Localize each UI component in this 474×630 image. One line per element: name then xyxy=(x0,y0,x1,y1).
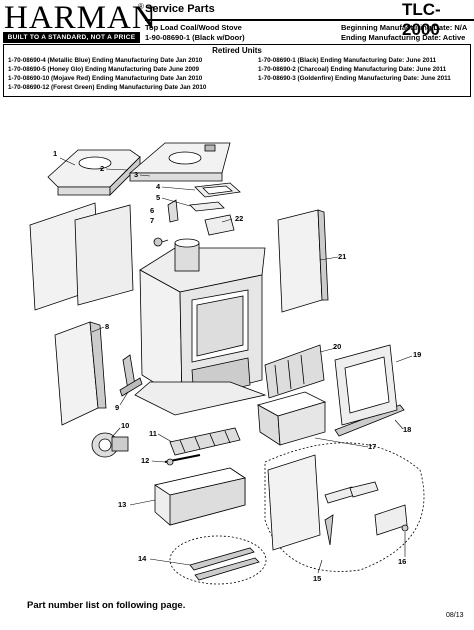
callout-10: 10 xyxy=(121,421,130,430)
end-date: Ending Manufacturing Date: Active xyxy=(341,33,466,42)
header-rule xyxy=(145,19,474,21)
stove-body xyxy=(134,238,267,416)
part-15-ash-door xyxy=(264,442,425,572)
retired-item: 1-70-08690-4 (Metallic Blue) Ending Manu… xyxy=(8,57,203,64)
product-name: Top Load Coal/Wood Stove xyxy=(145,23,242,32)
part-20-grate xyxy=(264,344,325,399)
callout-21: 21 xyxy=(338,252,347,261)
callout-14: 14 xyxy=(138,554,147,563)
retired-item: 1-70-08690-1 (Black) Ending Manufacturin… xyxy=(258,57,437,64)
part-6-bracket xyxy=(153,199,179,247)
callout-3: 3 xyxy=(134,170,139,179)
part-9-handle xyxy=(119,354,143,397)
callout-13: 13 xyxy=(118,500,127,509)
callout-15: 15 xyxy=(313,574,322,583)
part-8-side-panel xyxy=(54,321,107,426)
part-1-top-plate xyxy=(47,149,141,196)
part-4-frame xyxy=(189,182,241,212)
part-2-top-panel xyxy=(128,142,231,182)
callout-7: 7 xyxy=(150,216,155,225)
retired-item: 1-70-08690-10 (Mojave Red) Ending Manufa… xyxy=(8,75,203,82)
callout-18: 18 xyxy=(403,425,412,434)
revision-date: 08/13 xyxy=(446,612,464,619)
part-11-grate xyxy=(169,427,241,456)
callout-2: 2 xyxy=(100,164,105,173)
retired-item: 1-70-08690-3 (Goldenfire) Ending Manufac… xyxy=(258,75,451,82)
callout-22: 22 xyxy=(235,214,244,223)
footer-note: Part number list on following page. xyxy=(27,600,186,611)
callout-8: 8 xyxy=(105,322,110,331)
part-19-door-frame xyxy=(334,344,398,426)
brand-logo: HARMAN xyxy=(4,0,157,36)
begin-date: Beginning Manufacturing Date: N/A xyxy=(341,23,468,32)
retired-units-title: Retired Units xyxy=(212,46,262,55)
retired-item: 1-70-08690-2 (Charcoal) Ending Manufactu… xyxy=(258,66,447,73)
part-13-ash-pan xyxy=(154,467,246,526)
part-22-plate xyxy=(204,214,235,236)
retired-units-box: Retired Units 1-70-08690-4 (Metallic Blu… xyxy=(3,44,471,97)
callout-20: 20 xyxy=(333,342,342,351)
callout-5: 5 xyxy=(156,193,161,202)
model-title: TLC-2000 xyxy=(402,0,441,39)
callout-11: 11 xyxy=(149,429,157,438)
retired-item: 1-70-08690-5 (Honey Glo) Ending Manufact… xyxy=(8,66,200,73)
leader-lines xyxy=(59,157,413,574)
callout-1: 1 xyxy=(53,149,58,158)
callout-9: 9 xyxy=(115,403,120,412)
callout-4: 4 xyxy=(156,182,161,191)
part-12-rod xyxy=(164,454,201,466)
callout-12: 12 xyxy=(141,456,150,465)
part-10-blower xyxy=(91,432,129,458)
callout-17: 17 xyxy=(368,442,377,451)
registered-mark: ® xyxy=(138,2,144,11)
part-17-drawer xyxy=(256,391,327,446)
callout-16: 16 xyxy=(398,557,407,566)
section-title: Service Parts xyxy=(145,3,215,15)
retired-item: 1-70-08690-12 (Forest Green) Ending Manu… xyxy=(8,84,207,91)
rear-heat-shield xyxy=(29,202,134,311)
part-14-rails xyxy=(169,535,267,585)
part-21-side-panel xyxy=(277,209,329,313)
callout-19: 19 xyxy=(413,350,422,359)
brand-tagline: BUILT TO A STANDARD, NOT A PRICE xyxy=(3,32,140,43)
callout-6: 6 xyxy=(150,206,155,215)
exploded-parts-diagram xyxy=(29,142,425,585)
product-part-number: 1-90-08690-1 (Black w/Door) xyxy=(145,33,245,42)
